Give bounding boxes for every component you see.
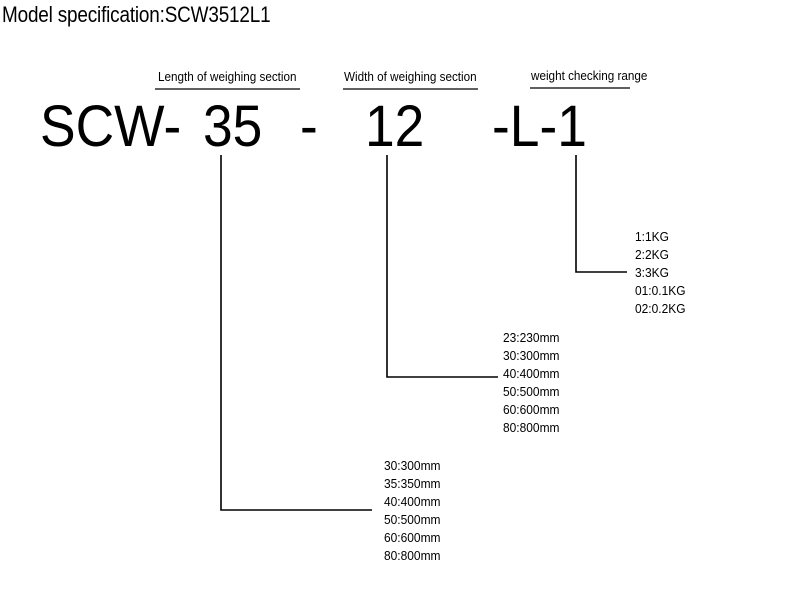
code-length: 35 [203, 94, 263, 159]
code-width: 12 [365, 94, 425, 159]
page-title: Model specification:SCW3512L1 [2, 2, 271, 27]
connector-weight [575, 155, 627, 273]
width-option-list: 23:230mm 30:300mm 40:400mm 50:500mm 60:6… [503, 329, 560, 437]
code-suffix: -L-1 [492, 94, 587, 159]
list-item: 23:230mm [503, 330, 560, 345]
list-item: 40:400mm [503, 366, 560, 381]
list-item: 80:800mm [384, 548, 441, 563]
header-width: Width of weighing section [344, 69, 477, 84]
list-item: 30:300mm [384, 458, 441, 473]
list-item: 02:0.2KG [635, 301, 686, 316]
list-item: 60:600mm [384, 530, 441, 545]
length-option-list: 30:300mm 35:350mm 40:400mm 50:500mm 60:6… [384, 457, 441, 565]
connector-length [220, 155, 372, 511]
list-item: 35:350mm [384, 476, 441, 491]
header-weight: weight checking range [531, 68, 648, 83]
connector-width [386, 155, 498, 378]
list-item: 40:400mm [384, 494, 441, 509]
list-item: 50:500mm [384, 512, 441, 527]
list-item: 60:600mm [503, 402, 560, 417]
list-item: 30:300mm [503, 348, 560, 363]
code-separator: - [300, 94, 318, 159]
header-length: Length of weighing section [158, 69, 297, 84]
list-item: 2:2KG [635, 247, 669, 262]
weight-option-list: 1:1KG 2:2KG 3:3KG 01:0.1KG 02:0.2KG [635, 228, 686, 318]
list-item: 80:800mm [503, 420, 560, 435]
list-item: 50:500mm [503, 384, 560, 399]
list-item: 1:1KG [635, 229, 669, 244]
code-prefix: SCW- [40, 94, 182, 159]
list-item: 3:3KG [635, 265, 669, 280]
list-item: 01:0.1KG [635, 283, 686, 298]
